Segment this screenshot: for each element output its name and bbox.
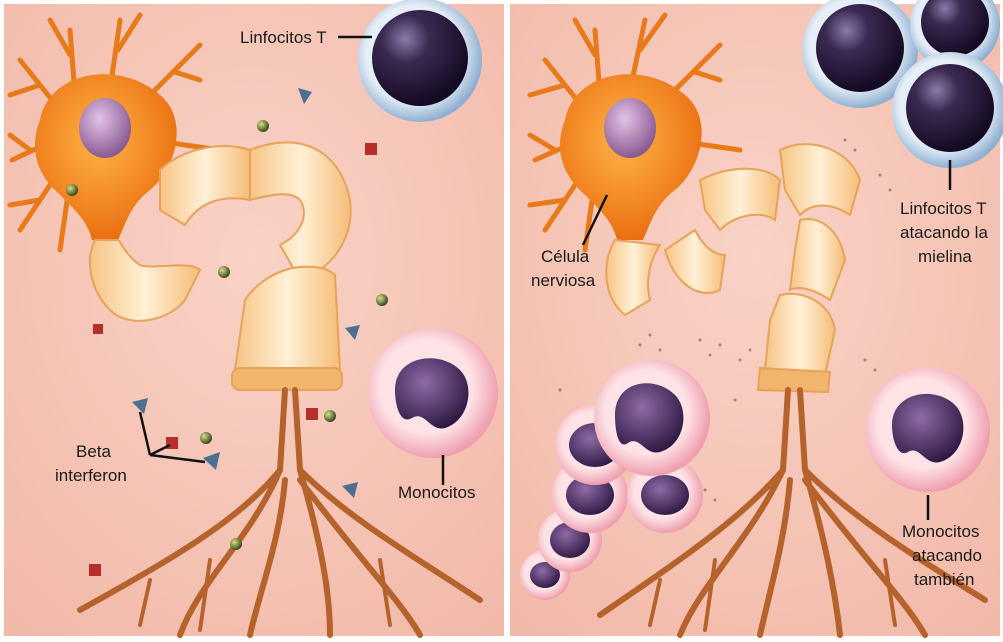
right-monocyte-attacking: [866, 368, 990, 492]
left-t-lymphocyte: [358, 0, 482, 122]
label-nerve-cell-line1: Célula: [541, 247, 590, 266]
label-t-lymphocytes: Linfocitos T: [240, 28, 327, 47]
label-t-cells-attacking-line3: mielina: [918, 247, 972, 266]
left-panel: Linfocitos T Beta interferon Monocitos: [4, 0, 504, 636]
label-monocytes: Monocitos: [398, 483, 475, 502]
label-monocytes-attacking-line3: también: [914, 570, 974, 589]
label-monocytes-attacking-line1: Monocitos: [902, 522, 979, 541]
label-nerve-cell-line2: nerviosa: [531, 271, 596, 290]
left-monocyte: [368, 328, 498, 458]
label-t-cells-attacking-line1: Linfocitos T: [900, 199, 987, 218]
label-beta-interferon-line2: interferon: [55, 466, 127, 485]
label-beta-interferon-line1: Beta: [76, 442, 112, 461]
label-t-cells-attacking-line2: atacando la: [900, 223, 988, 242]
label-monocytes-attacking-line2: atacando: [912, 546, 982, 565]
left-neuron-nucleus: [79, 98, 131, 158]
panel-divider: [504, 0, 510, 642]
right-neuron-nucleus: [604, 98, 656, 158]
right-panel: Célula nerviosa Linfocitos T atacando la…: [510, 0, 1003, 636]
